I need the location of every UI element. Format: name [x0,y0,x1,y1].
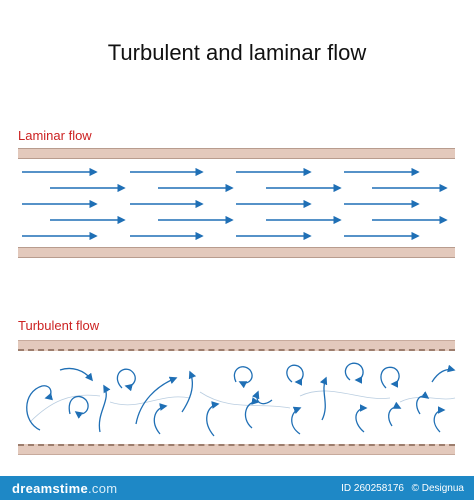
image-id: ID 260258176 [341,483,404,494]
turbulent-arrow-19 [416,391,430,415]
stock-footer-bar: dreamstime.com ID 260258176 © Designua [0,476,474,500]
turbulent-arrow-16 [355,404,368,433]
turbulent-arrow-18 [388,401,402,427]
turbulent-arrow-17 [380,366,400,389]
turbulent-pipe-bottom-wall [18,444,455,455]
turbulent-arrow-13 [291,406,302,435]
turbulent-arrow-1 [59,367,93,382]
turbulent-arrows [26,362,456,437]
turbulent-arrow-4 [116,368,136,392]
turbulent-arrow-10 [244,397,260,429]
turbulent-pipe-top-wall [18,340,455,351]
turbulent-arrow-5 [135,376,178,425]
turbulent-wisp-4 [399,396,456,403]
turbulent-arrow-21 [433,406,446,433]
laminar-pipe-top-wall [18,148,455,159]
turbulent-arrow-0 [26,385,54,431]
laminar-arrows [22,167,448,241]
turbulent-arrow-3 [98,384,111,433]
turbulent-wisp-3 [299,390,391,399]
turbulent-flow-label: Turbulent flow [18,318,100,333]
turbulent-wisp-0 [29,394,101,423]
turbulent-arrow-6 [153,403,168,435]
turbulent-arrow-20 [431,364,456,383]
turbulent-arrow-9 [233,366,253,389]
logo-suffix-text: .com [87,481,118,496]
laminar-flow-label: Laminar flow [18,128,92,143]
turbulent-arrow-11 [252,390,273,405]
stock-logo: dreamstime.com [12,481,117,496]
logo-main-text: dreamstime [12,481,88,496]
turbulent-arrow-7 [181,370,197,413]
turbulent-wisp-1 [109,396,191,406]
turbulent-wisp-2 [199,391,291,409]
turbulent-arrow-12 [286,364,304,386]
image-author: © Designua [411,483,464,494]
turbulent-arrow-2 [68,395,89,419]
diagram-title: Turbulent and laminar flow [107,40,367,65]
turbulent-arrow-8 [206,401,220,437]
laminar-pipe-bottom-wall [18,247,455,258]
turbulent-arrow-14 [319,376,328,421]
turbulent-arrow-15 [344,362,364,384]
